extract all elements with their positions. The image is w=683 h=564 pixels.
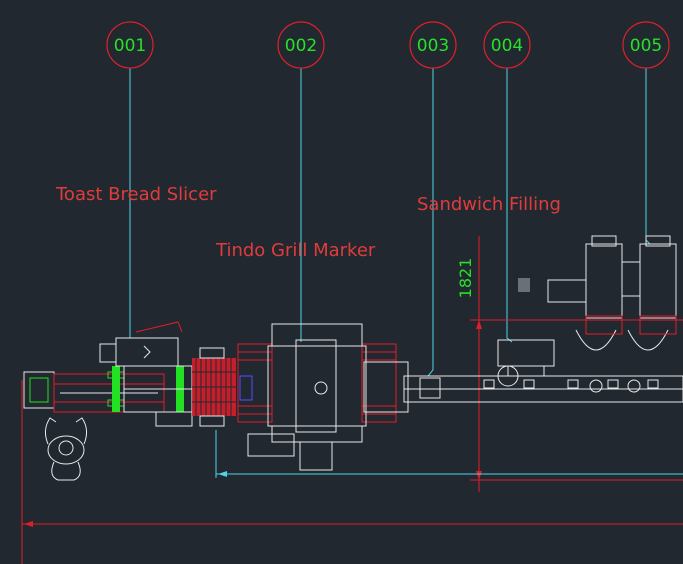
- balloon-001-text: 001: [114, 36, 146, 56]
- balloon-001: 001: [106, 21, 154, 69]
- leader-line-003: [427, 68, 434, 377]
- main-conveyor: [403, 375, 683, 403]
- dispensers: [575, 235, 677, 393]
- operator-figure: [44, 417, 88, 481]
- dimension-1821-text: 1821: [456, 258, 475, 299]
- balloon-004: 004: [483, 21, 531, 69]
- artifact-mark: [518, 278, 530, 292]
- leader-lines: [129, 68, 651, 377]
- balloon-004-text: 004: [491, 36, 523, 56]
- overall-dimension-lines: [21, 380, 683, 564]
- leader-line-004: [506, 68, 513, 343]
- balloon-003-text: 003: [417, 36, 449, 56]
- balloon-005-text: 005: [630, 36, 662, 56]
- tindo-grill-marker: [237, 323, 409, 471]
- label-sandwich-filling: Sandwich Filling: [417, 194, 561, 215]
- sandwich-filling-station: [497, 279, 587, 387]
- label-toast-bread-slicer: Toast Bread Slicer: [55, 184, 217, 205]
- dimension-1821: 1821: [456, 236, 683, 492]
- balloon-002: 002: [277, 21, 325, 69]
- label-tindo-grill-marker: Tindo Grill Marker: [215, 240, 376, 261]
- balloon-002-text: 002: [285, 36, 317, 56]
- balloon-005: 005: [622, 21, 670, 69]
- leader-line-005: [645, 68, 651, 245]
- balloon-003: 003: [409, 21, 457, 69]
- toast-bread-slicer: [23, 321, 253, 427]
